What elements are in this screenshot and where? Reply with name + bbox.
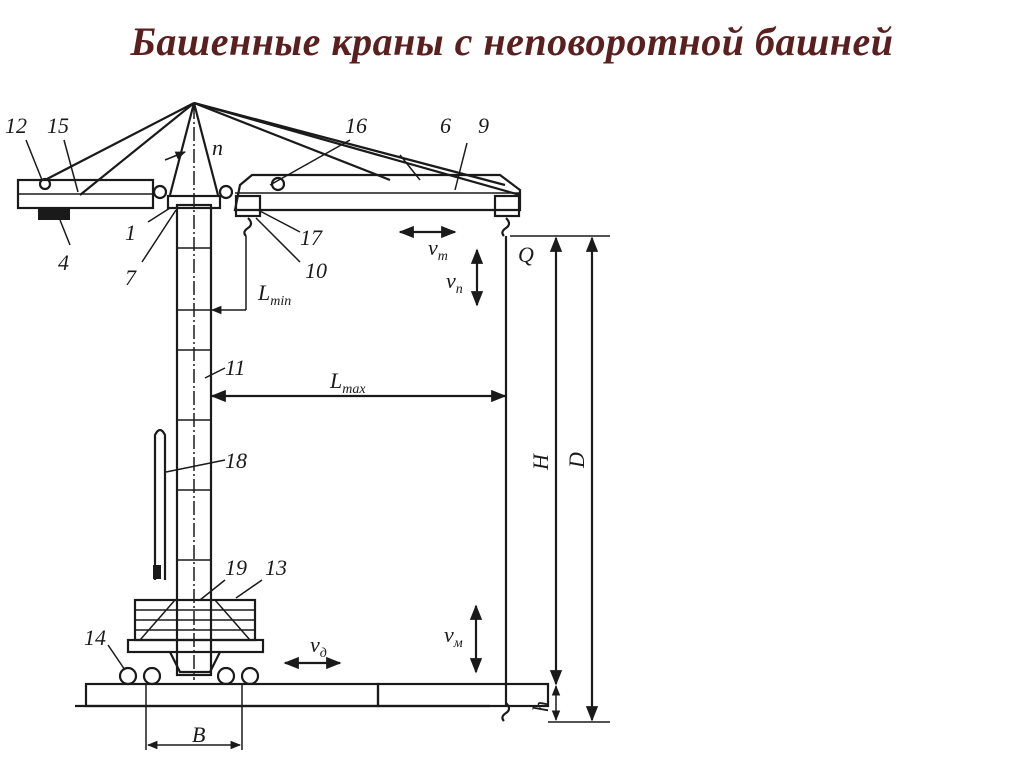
label-4: 4 — [58, 250, 69, 275]
hook-min-icon — [243, 217, 253, 237]
label-v-p: vп — [446, 268, 463, 297]
label-v-t: vт — [428, 235, 448, 264]
label-n: n — [212, 135, 223, 160]
label-10: 10 — [305, 258, 327, 283]
label-6: 6 — [440, 113, 451, 138]
rail-track — [75, 235, 610, 723]
label-b: B — [192, 722, 205, 747]
counter-jib — [16, 177, 168, 220]
label-v-m: vм — [444, 622, 463, 651]
label-v-d: vд — [310, 632, 327, 661]
label-19: 19 — [225, 555, 247, 580]
label-1: 1 — [125, 220, 136, 245]
label-13: 13 — [265, 555, 287, 580]
label-18: 18 — [225, 448, 247, 473]
label-14: 14 — [84, 625, 106, 650]
label-h-small: h — [528, 701, 553, 712]
label-q: Q — [518, 242, 534, 267]
label-17: 17 — [300, 225, 323, 250]
label-7: 7 — [125, 265, 137, 290]
label-12: 12 — [5, 113, 27, 138]
label-l-max: Lmax — [329, 368, 366, 397]
jib — [233, 173, 522, 218]
label-15: 15 — [47, 113, 69, 138]
label-16: 16 — [345, 113, 367, 138]
label-d: D — [564, 452, 589, 469]
label-h-height: H — [528, 453, 553, 471]
label-9: 9 — [478, 113, 489, 138]
turntable — [166, 194, 222, 210]
slide-title: Башенные краны с неповоротной башней — [130, 19, 894, 64]
leader-lines — [25, 139, 468, 671]
operator-cab — [153, 428, 167, 580]
label-11: 11 — [225, 355, 245, 380]
label-l-min: Lmin — [257, 280, 291, 309]
hook-max-icon — [501, 217, 511, 237]
tower — [175, 105, 213, 680]
ballast-base — [118, 598, 265, 686]
mast-head — [44, 101, 521, 197]
